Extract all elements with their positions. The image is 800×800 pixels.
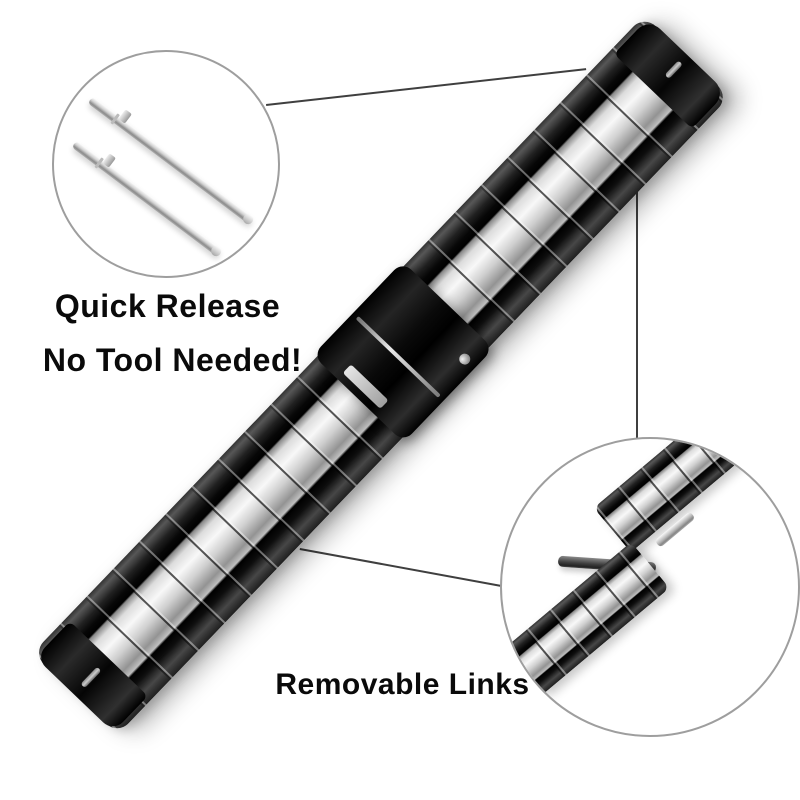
clasp-push-button	[456, 351, 473, 367]
quick-release-label-line2: No Tool Needed!	[42, 342, 303, 378]
leader-line-removable-bottom	[299, 548, 502, 587]
removable-links-callout-circle	[500, 437, 800, 737]
quick-release-knob	[102, 153, 116, 168]
clasp-plate	[342, 364, 389, 409]
lug-slot	[664, 60, 683, 79]
removable-links-label: Removable Links	[275, 668, 530, 701]
quick-release-callout-circle	[52, 50, 280, 278]
deployment-clasp	[312, 261, 494, 443]
band-lug-end-bottom	[35, 621, 148, 733]
quick-release-knob	[118, 109, 132, 124]
band-lug-end-top	[613, 17, 727, 129]
lug-slot	[80, 666, 102, 689]
quick-release-spring-bar-2	[71, 140, 222, 257]
quick-release-label-line1: Quick Release	[54, 288, 281, 324]
leader-line-removable-top	[636, 192, 638, 438]
leader-line-quick-release	[266, 68, 587, 106]
